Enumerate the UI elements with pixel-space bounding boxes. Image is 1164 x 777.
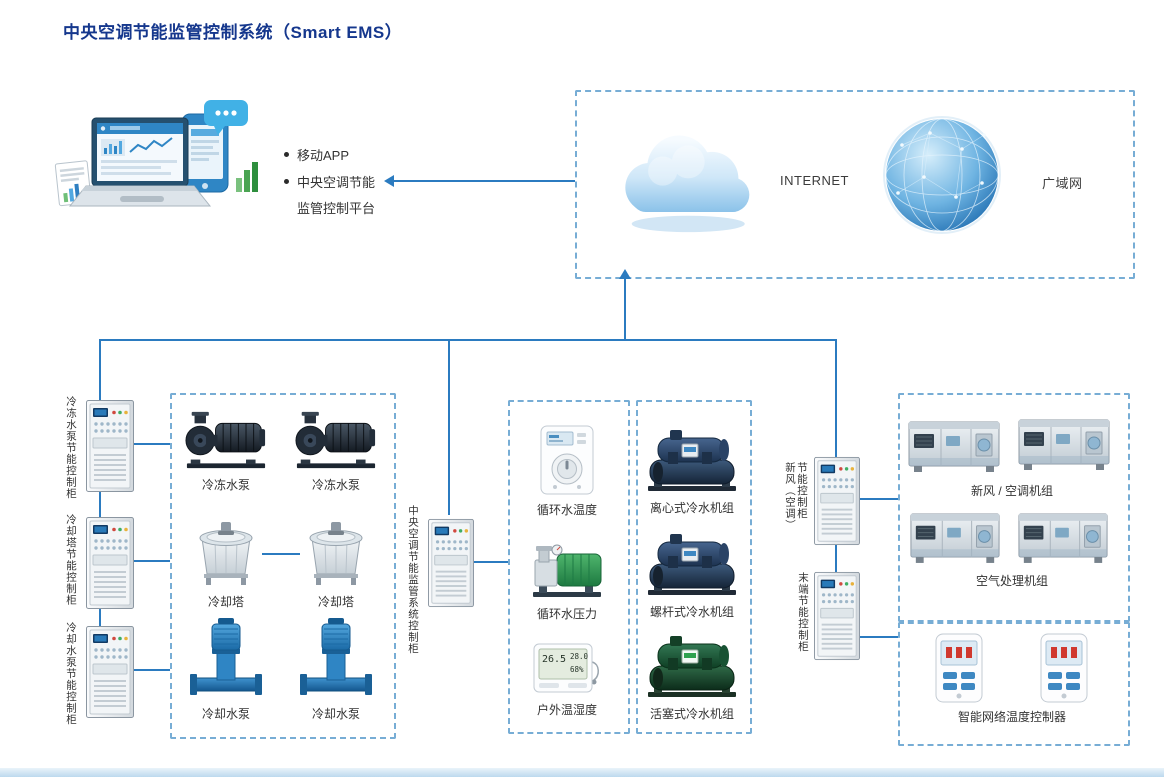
left-branch-line	[99, 340, 101, 672]
centrifugal-chiller-icon	[644, 422, 740, 494]
chiller-group	[636, 400, 752, 734]
air-handling-row-label: 空气处理机组	[975, 574, 1048, 588]
lcd-humidity: 68%	[570, 665, 584, 674]
thermo-hygrometer-icon	[532, 642, 602, 696]
terminal-cabinet-icon	[814, 570, 860, 662]
bullet-dot-icon	[284, 152, 289, 157]
piston-chiller: 活塞式冷水机组	[644, 628, 740, 722]
right-cabinet-1-label: 新风（空调）节能控制柜	[784, 462, 808, 531]
outdoor-temp-humidity-sensor: 26.5 28.0 68% 户外温湿度	[532, 642, 602, 718]
device-label: 冷却塔	[317, 595, 354, 609]
air-handling-unit-icon	[908, 506, 1002, 567]
platform-link-line	[394, 180, 575, 182]
left-cabinet-2-label: 冷却塔节能控制柜	[65, 514, 77, 606]
internet-label: INTERNET	[780, 173, 849, 188]
arrow-to-internet-icon	[619, 269, 631, 279]
air-handling-unit-icon	[1016, 506, 1110, 567]
device-label: 户外温湿度	[536, 703, 597, 717]
water-temp-meter-icon	[535, 424, 599, 496]
screw-chiller-icon	[644, 526, 740, 598]
device-label: 冷却塔	[207, 595, 244, 609]
left-stub-3	[134, 669, 170, 671]
center-branch-line	[448, 340, 450, 515]
air-unit-group	[898, 393, 1130, 622]
lcd-temp-in: 26.5	[542, 654, 567, 665]
right-cabinet-2-label: 末端节能控制柜	[797, 572, 809, 653]
chilled-water-pump-1: 冷冻水泵	[183, 410, 269, 493]
piston-chiller-icon	[644, 628, 740, 700]
fresh-air-cabinet-icon	[814, 455, 860, 547]
sensor-group	[508, 400, 630, 734]
left-stub-2	[134, 560, 170, 562]
cloud-drop-line	[624, 279, 626, 340]
air-conditioning-unit-icon	[1016, 412, 1112, 474]
chilled-water-pump-2: 冷冻水泵	[293, 410, 379, 493]
cooling-water-pump-icon	[300, 616, 372, 700]
circulating-water-pressure-sensor: 循环水压力	[527, 538, 607, 622]
center-stub	[474, 561, 508, 563]
device-label: 螺杆式冷水机组	[649, 605, 734, 619]
cooling-tower-1: 冷却塔	[190, 512, 262, 610]
screw-chiller: 螺杆式冷水机组	[644, 526, 740, 620]
cooling-tower-icon	[300, 512, 372, 588]
device-label: 循环水温度	[536, 503, 597, 517]
chilled-water-pump-icon	[183, 410, 269, 471]
device-label: 冷却水泵	[201, 707, 250, 721]
cooling-tower-icon	[190, 512, 262, 588]
chilled-pump-cabinet-icon	[86, 400, 134, 492]
platform-label: 中央空调节能监管控制平台	[297, 175, 376, 216]
bullet-dot-icon	[284, 179, 289, 184]
central-system-cabinet-icon	[428, 515, 474, 611]
chilled-water-pump-icon	[293, 410, 379, 471]
device-label: 冷冻水泵	[311, 478, 360, 492]
fresh-air-row-label: 新风 / 空调机组	[970, 484, 1053, 498]
bullet-platform: 中央空调节能监管控制平台	[284, 170, 381, 222]
pump-room-group	[170, 393, 396, 739]
thermostat-group	[898, 622, 1130, 746]
network-thermostat-icon	[1038, 632, 1090, 704]
internet-group	[575, 90, 1135, 279]
device-label: 离心式冷水机组	[649, 501, 734, 515]
cooling-tower-cabinet-icon	[86, 517, 134, 609]
pressure-pump-icon	[527, 538, 607, 600]
mobile-app-label: 移动APP	[297, 148, 350, 163]
left-cabinet-1-label: 冷冻水泵节能控制柜	[65, 396, 77, 500]
network-thermostat-icon	[933, 632, 985, 704]
fresh-air-unit-icon	[906, 414, 1002, 476]
monitoring-platform-illustration	[52, 100, 262, 250]
cloud-icon	[608, 118, 763, 235]
lcd-temp-out: 28.0	[570, 652, 589, 661]
arrow-to-platform-icon	[384, 175, 394, 187]
cooling-pump-cabinet-icon	[86, 626, 134, 718]
device-label: 冷却水泵	[311, 707, 360, 721]
left-cabinet-3-label: 冷却水泵节能控制柜	[65, 622, 77, 726]
cooling-water-pump-1: 冷却水泵	[190, 616, 262, 722]
cooling-tower-2: 冷却塔	[300, 512, 372, 610]
left-stub-1	[134, 443, 170, 445]
device-label: 活塞式冷水机组	[649, 707, 734, 721]
bullet-mobile-app: 移动APP	[284, 143, 349, 169]
right-stub-2	[860, 636, 898, 638]
bottom-strip	[0, 768, 1164, 777]
page-title: 中央空调节能监管控制系统（Smart EMS）	[63, 23, 403, 42]
tower-link-line	[262, 553, 300, 555]
right-stub-1	[860, 498, 898, 500]
globe-icon	[872, 105, 1012, 245]
cooling-water-pump-icon	[190, 616, 262, 700]
center-cabinet-label: 中央空调节能监管系统控制柜	[407, 505, 419, 655]
network-bus-line	[99, 339, 837, 341]
thermostat-row-label: 智能网络温度控制器	[957, 710, 1066, 724]
device-label: 循环水压力	[536, 607, 597, 621]
centrifugal-chiller: 离心式冷水机组	[644, 422, 740, 516]
cooling-water-pump-2: 冷却水泵	[300, 616, 372, 722]
circulating-water-temp-sensor: 循环水温度	[535, 424, 599, 518]
wan-label: 广域网	[1042, 176, 1083, 191]
device-label: 冷冻水泵	[201, 478, 250, 492]
